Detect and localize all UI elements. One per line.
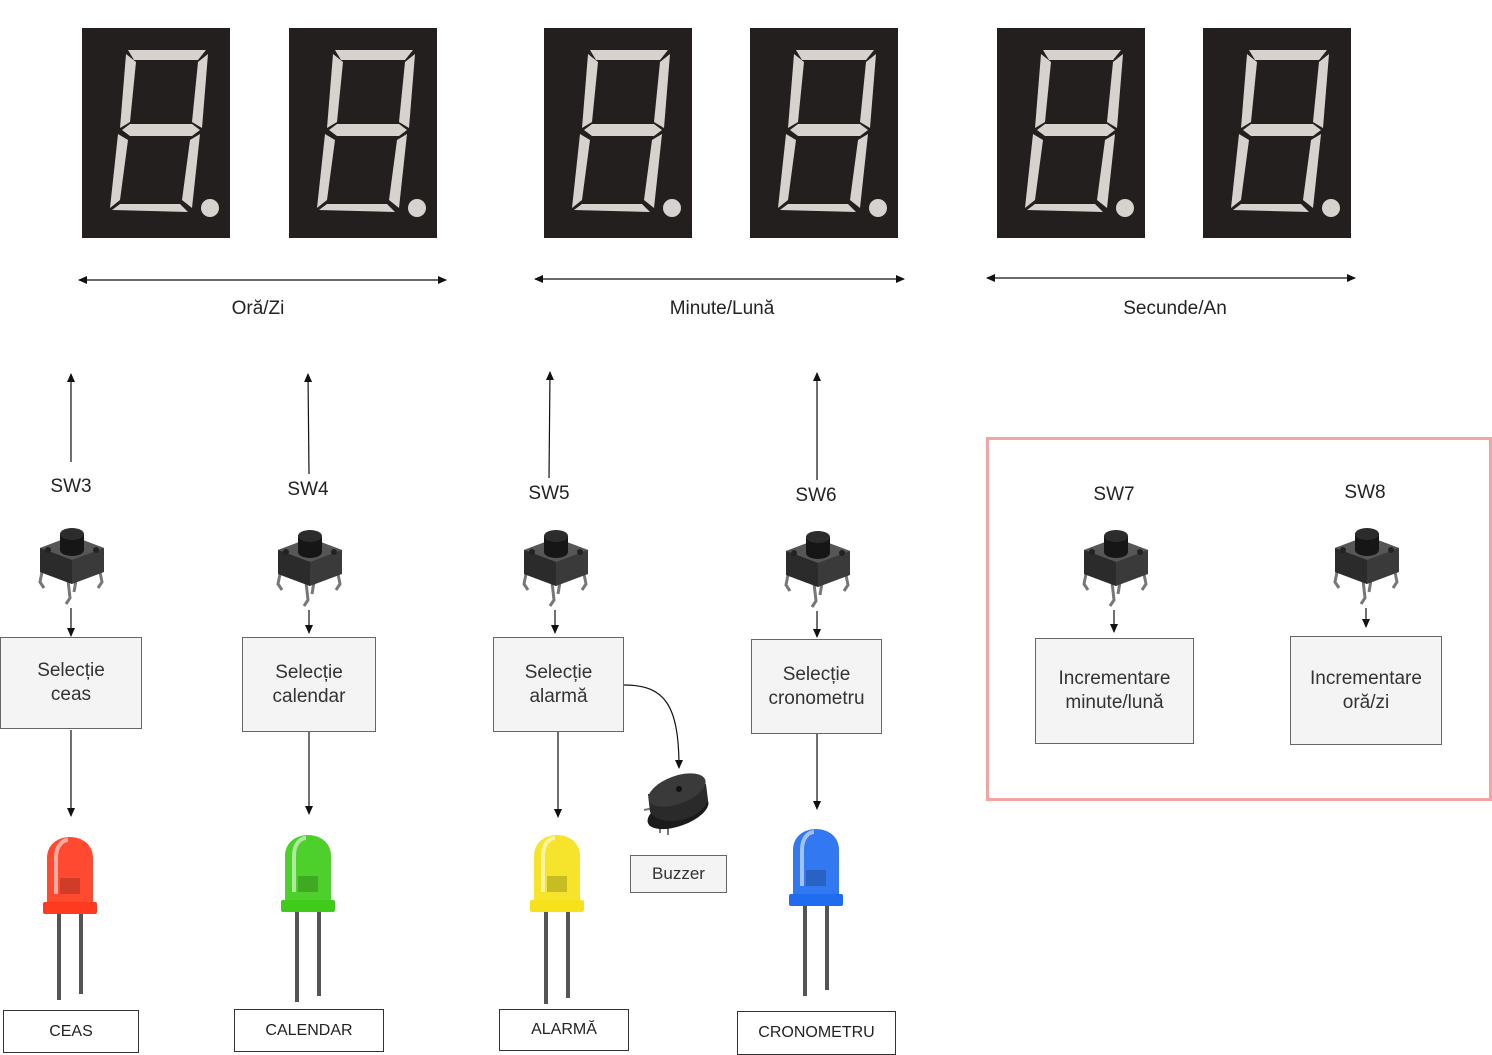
mode-label-clock: CEAS — [3, 1010, 139, 1053]
switch-label-sw6: SW6 — [795, 485, 837, 506]
led-green-icon — [281, 835, 335, 1002]
led-red-icon — [43, 837, 97, 1000]
led-blue-icon — [789, 829, 843, 996]
switch-label-sw3: SW3 — [50, 476, 92, 497]
function-box-increment-minutes: Incrementare minute/lună — [1035, 638, 1194, 744]
switch-label-sw7: SW7 — [1093, 484, 1135, 505]
display-seconds-tens — [997, 28, 1145, 238]
increment-panel — [986, 437, 1492, 801]
arrow-up-sw5 — [545, 371, 554, 479]
push-button-sw3 — [38, 526, 106, 606]
buzzer-icon — [643, 773, 709, 835]
mode-label-stopwatch: CRONOMETRU — [737, 1011, 896, 1055]
function-box-calendar: Selecție calendar — [242, 637, 376, 732]
push-button-sw4 — [276, 528, 344, 608]
group-label-hours: Oră/Zi — [231, 298, 285, 319]
function-box-increment-hours: Incrementare oră/zi — [1290, 636, 1442, 745]
push-button-sw5 — [522, 528, 590, 608]
group-label-minutes: Minute/Lună — [669, 298, 775, 319]
display-minutes-tens — [544, 28, 692, 238]
led-yellow-icon — [530, 835, 584, 1004]
arrow-up-sw4 — [304, 373, 313, 475]
display-hours-units — [289, 28, 437, 238]
display-hours-tens — [82, 28, 230, 238]
display-minutes-units — [750, 28, 898, 238]
switch-label-sw8: SW8 — [1344, 482, 1386, 503]
group-label-seconds: Secunde/An — [1123, 298, 1227, 319]
function-box-alarm: Selecție alarmă — [493, 637, 624, 732]
switch-label-sw4: SW4 — [287, 479, 329, 500]
buzzer-label: Buzzer — [630, 855, 727, 893]
push-button-sw6 — [784, 529, 852, 609]
display-seconds-units — [1203, 28, 1351, 238]
function-box-stopwatch: Selecție cronometru — [751, 639, 882, 734]
arrow-to-buzzer — [623, 684, 683, 769]
switch-label-sw5: SW5 — [528, 483, 570, 504]
mode-label-alarm: ALARMĂ — [499, 1009, 629, 1051]
function-box-clock: Selecție ceas — [0, 637, 142, 729]
mode-label-calendar: CALENDAR — [234, 1009, 384, 1052]
